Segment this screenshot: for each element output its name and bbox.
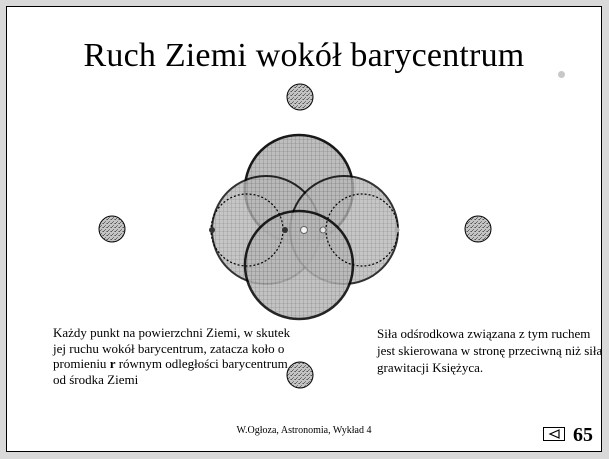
decorative-dot [558, 71, 565, 78]
surface-point-left [209, 227, 215, 233]
page-number: 65 [573, 424, 593, 446]
slide-title: Ruch Ziemi wokół barycentrum [83, 37, 525, 74]
barycentre-diagram [98, 83, 492, 389]
moon-left [98, 215, 126, 243]
slide: Ruch Ziemi wokół barycentrum [6, 6, 602, 452]
moon-bottom [286, 361, 314, 389]
description-left-before: Każdy punkt na powierzchni Ziemi, w skut… [53, 325, 291, 371]
earth-centre-point [319, 226, 327, 234]
moon-top [286, 83, 314, 111]
radius-symbol: r [109, 356, 116, 371]
back-button[interactable] [543, 427, 565, 441]
surface-point-right [394, 227, 400, 233]
description-left-after: równym odległości barycentrum od środka … [53, 356, 288, 387]
description-left: Każdy punkt na powierzchni Ziemi, w skut… [53, 325, 293, 387]
earth-circle-bottom [243, 209, 355, 321]
barycentre-point [300, 226, 308, 234]
description-right: Siła odśrodkowa związana z tym ruchem je… [377, 326, 603, 375]
moon-right [464, 215, 492, 243]
footer-credit: W.Ogłoza, Astronomia, Wykład 4 [236, 425, 372, 436]
back-arrow-icon [548, 429, 560, 439]
surface-point-center-left [282, 227, 288, 233]
moon-icon [98, 83, 492, 389]
